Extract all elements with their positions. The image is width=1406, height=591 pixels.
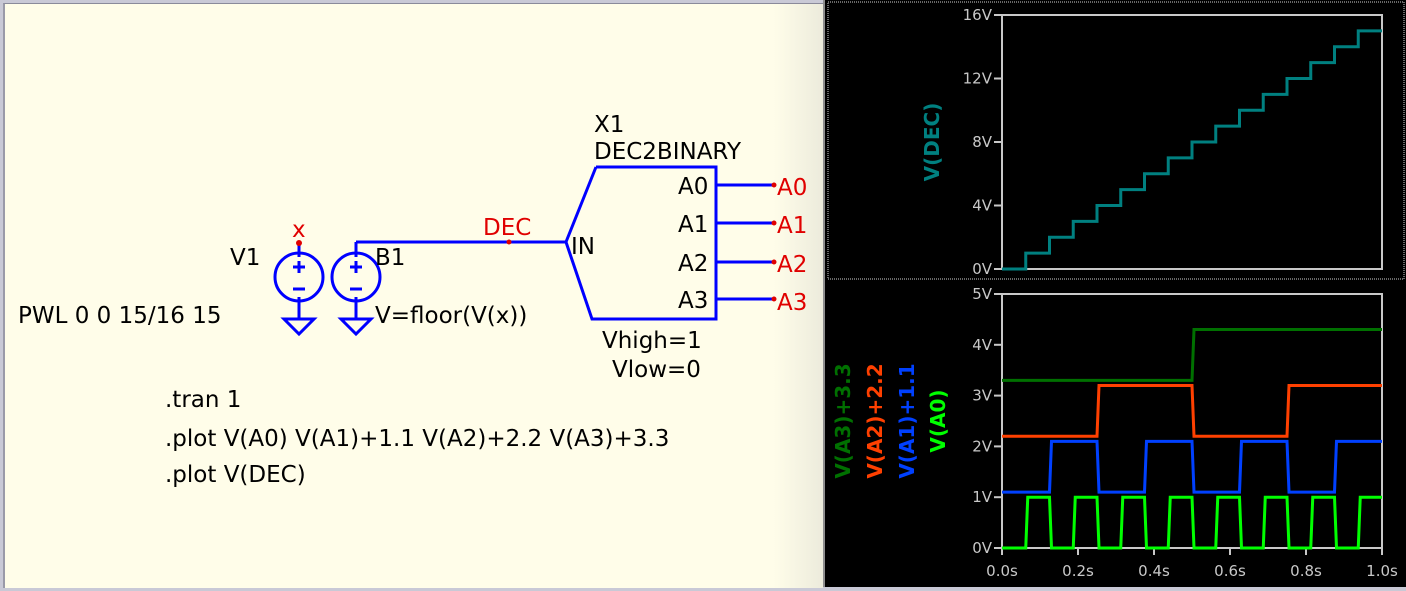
y-tick-label: 4V [972,197,993,215]
y-tick-label: 5V [972,285,993,303]
v1-value[interactable]: PWL 0 0 15/16 15 [18,303,222,329]
net-label-dec[interactable]: DEC [483,215,531,241]
y-tick-label: 3V [972,387,993,405]
ground-icon [337,317,375,337]
x-tick-label: 0.2s [1062,562,1094,580]
behavioral-source-b1[interactable] [330,251,382,303]
trace-v-a2-2-2[interactable] [1002,383,1382,438]
directive-tran[interactable]: .tran 1 [165,387,241,413]
x-tick-label: 0.0s [986,562,1018,580]
plot-frame [1001,293,1383,549]
plot-pane-dec[interactable]: 0V 4V 8V 12V 16V V(DEC) [920,6,1383,278]
y-tick-label: 4V [972,336,993,354]
pin-a3: A3 [678,288,708,314]
b1-value[interactable]: V=floor(V(x)) [375,303,527,329]
x-tick-label: 0.8s [1290,562,1322,580]
param-vlow[interactable]: Vlow=0 [612,357,701,383]
voltage-source-v1[interactable] [273,251,325,303]
y-tick-label: 2V [972,437,993,455]
net-label-a1[interactable]: A1 [777,213,807,239]
pin-a2: A2 [678,251,708,277]
subcircuit-x1-symbol[interactable] [564,165,718,321]
trace-v-a3-3-3[interactable] [1002,328,1382,382]
subcircuit-instance: X1 [594,112,624,138]
v1-name: V1 [230,245,260,271]
pin-in: IN [571,234,595,260]
schematic-canvas[interactable]: V1 PWL 0 0 15/16 15 B1 V=floor(V(x)) x D… [5,4,823,588]
net-label-a0[interactable]: A0 [777,175,807,201]
y-tick-label: 0V [972,539,993,557]
y-tick-label: 16V [963,6,993,24]
directive-plot-bits[interactable]: .plot V(A0) V(A1)+1.1 V(A2)+2.2 V(A3)+3.… [165,426,669,452]
trace-v-a1-1-1[interactable] [1002,439,1382,494]
y-tick-label: 12V [963,70,993,88]
net-label-x[interactable]: x [292,217,306,243]
param-vhigh[interactable]: Vhigh=1 [602,328,702,354]
subcircuit-model: DEC2BINARY [594,139,742,165]
directive-plot-dec[interactable]: .plot V(DEC) [165,462,306,488]
x-tick-label: 0.4s [1138,562,1170,580]
y-tick-label: 1V [972,488,993,506]
trace-label[interactable]: V(A0) [926,389,950,452]
ground-icon [280,317,318,337]
x-tick-label: 1.0s [1366,562,1398,580]
trace-label[interactable]: V(A1)+1.1 [895,363,919,478]
x-tick-label: 0.6s [1214,562,1246,580]
active-pane-border [827,1,1405,280]
net-label-a3[interactable]: A3 [777,290,807,316]
trace-label[interactable]: V(A2)+2.2 [863,363,887,478]
trace-v-a0[interactable] [1002,495,1382,550]
y-tick-label: 0V [972,260,993,278]
net-junctions [296,182,777,302]
trace-label[interactable]: V(DEC) [920,103,944,182]
schematic-editor[interactable]: V1 PWL 0 0 15/16 15 B1 V=floor(V(x)) x D… [3,3,823,588]
pin-a0: A0 [678,174,708,200]
wires [297,183,774,319]
trace-label[interactable]: V(A3)+3.3 [831,363,855,478]
plot-pane-bits[interactable]: 0V 1V 2V 3V 4V 5V 0.0s 0.2s 0.4s 0.6s 0.8s 1.0s V(A3… [831,285,1398,580]
net-label-a2[interactable]: A2 [777,252,807,278]
pin-a1: A1 [678,212,708,238]
b1-name: B1 [375,245,405,271]
trace-v-dec[interactable] [1002,29,1382,271]
y-tick-label: 8V [972,133,993,151]
